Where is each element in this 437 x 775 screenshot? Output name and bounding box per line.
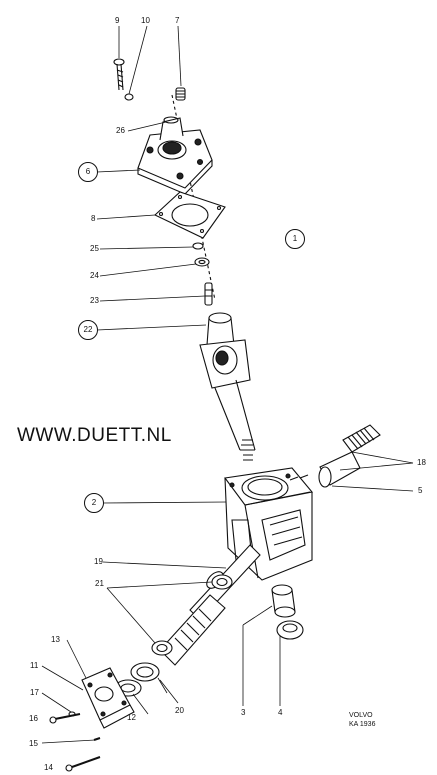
label-part-15: 15 [29, 739, 38, 748]
washer-17 [68, 711, 76, 717]
washer-15 [93, 737, 101, 741]
footer-brand: VOLVO [349, 712, 373, 719]
clip-25 [192, 242, 204, 250]
callout-part-22: 22 [78, 320, 98, 340]
sector-shaft-22 [199, 312, 256, 461]
callout-part-6: 6 [78, 162, 98, 182]
washer-24 [194, 257, 210, 267]
gear-housing-2 [224, 467, 314, 581]
end-cover-13 [81, 667, 135, 729]
plug-7 [175, 87, 186, 101]
seal-4 [276, 620, 304, 640]
pin-23 [204, 282, 213, 306]
label-part-21: 21 [95, 579, 104, 588]
label-part-3: 3 [241, 708, 246, 717]
label-part-16: 16 [29, 714, 38, 723]
label-part-26: 26 [116, 126, 125, 135]
bearing-21a [211, 574, 233, 590]
label-part-25: 25 [90, 244, 99, 253]
label-part-19: 19 [94, 557, 103, 566]
label-part-20: 20 [175, 706, 184, 715]
worm-shaft [159, 544, 261, 666]
watermark-text: WWW.DUETT.NL [17, 425, 172, 446]
label-part-8: 8 [91, 214, 96, 223]
label-part-7: 7 [175, 16, 180, 25]
label-part-5: 5 [418, 486, 423, 495]
bolt-9 [113, 58, 125, 91]
footer-ref: KA 1936 [349, 721, 376, 728]
label-part-4: 4 [278, 708, 283, 717]
bearing-21b [151, 640, 173, 656]
leader-lines [41, 25, 414, 744]
callout-part-2: 2 [84, 493, 104, 513]
label-part-11: 11 [30, 661, 39, 670]
label-part-17: 17 [30, 688, 39, 697]
washer-10 [124, 93, 134, 101]
callout-part-1: 1 [285, 229, 305, 249]
gasket-8 [154, 191, 226, 239]
label-part-12: 12 [127, 713, 136, 722]
bolt-14 [65, 756, 101, 772]
ring-20 [130, 662, 160, 682]
label-part-9: 9 [115, 16, 120, 25]
bolt-16 [49, 713, 81, 724]
bushing-3 [271, 584, 296, 618]
label-part-13: 13 [51, 635, 60, 644]
input-shaft-18 [318, 424, 381, 488]
footer-reference: VOLVO KA 1936 [349, 711, 375, 729]
top-cover-6 [137, 116, 213, 195]
label-part-23: 23 [90, 296, 99, 305]
label-part-10: 10 [141, 16, 150, 25]
label-part-24: 24 [90, 271, 99, 280]
label-part-14: 14 [44, 763, 53, 772]
label-part-18: 18 [417, 458, 426, 467]
